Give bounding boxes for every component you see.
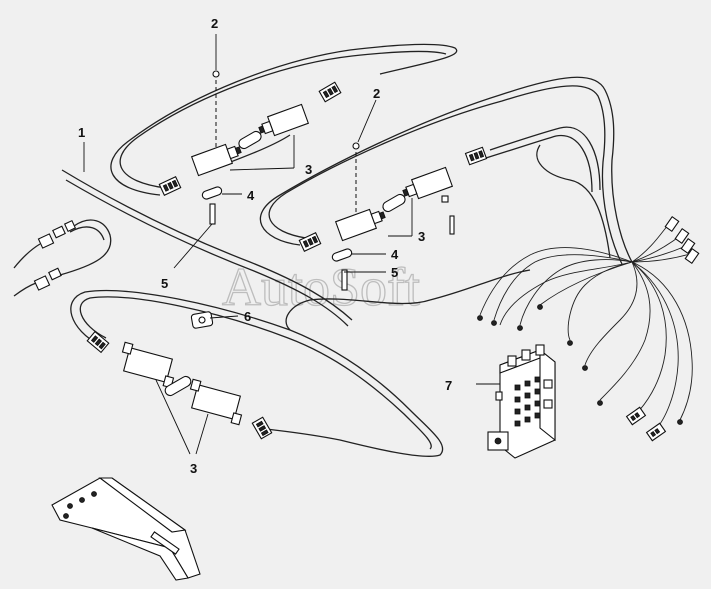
callout-leaders — [83, 135, 500, 455]
fuse-block — [487, 344, 556, 459]
lower-harness-loop — [70, 269, 531, 457]
middle-switch-pair — [334, 166, 454, 242]
watermark: AutoSoft — [222, 257, 420, 317]
callout-2-middle: 2 — [373, 86, 380, 101]
harness-plugs — [86, 81, 700, 442]
callout-7: 7 — [445, 378, 452, 393]
lower-switch-pair — [121, 341, 243, 426]
callout-4-upper: 4 — [247, 188, 255, 203]
left-plug-connectors — [13, 219, 112, 297]
right-harness-loop — [259, 76, 633, 265]
callout-5-middle: 5 — [391, 265, 398, 280]
callout-1: 1 — [78, 125, 85, 140]
callout-2-upper: 2 — [211, 16, 218, 31]
upper-switch-pair — [190, 103, 310, 177]
callout-4-middle: 4 — [391, 247, 399, 262]
callout-6: 6 — [244, 309, 251, 324]
callout-3-middle: 3 — [418, 229, 425, 244]
callout-labels: 1 2 2 3 3 3 4 4 5 5 6 7 — [78, 16, 452, 476]
callout-3-upper: 3 — [305, 162, 312, 177]
callout-3-lower: 3 — [190, 461, 197, 476]
mounting-bracket — [51, 477, 201, 581]
assembly-lines — [212, 34, 377, 212]
callout-5-upper: 5 — [161, 276, 168, 291]
